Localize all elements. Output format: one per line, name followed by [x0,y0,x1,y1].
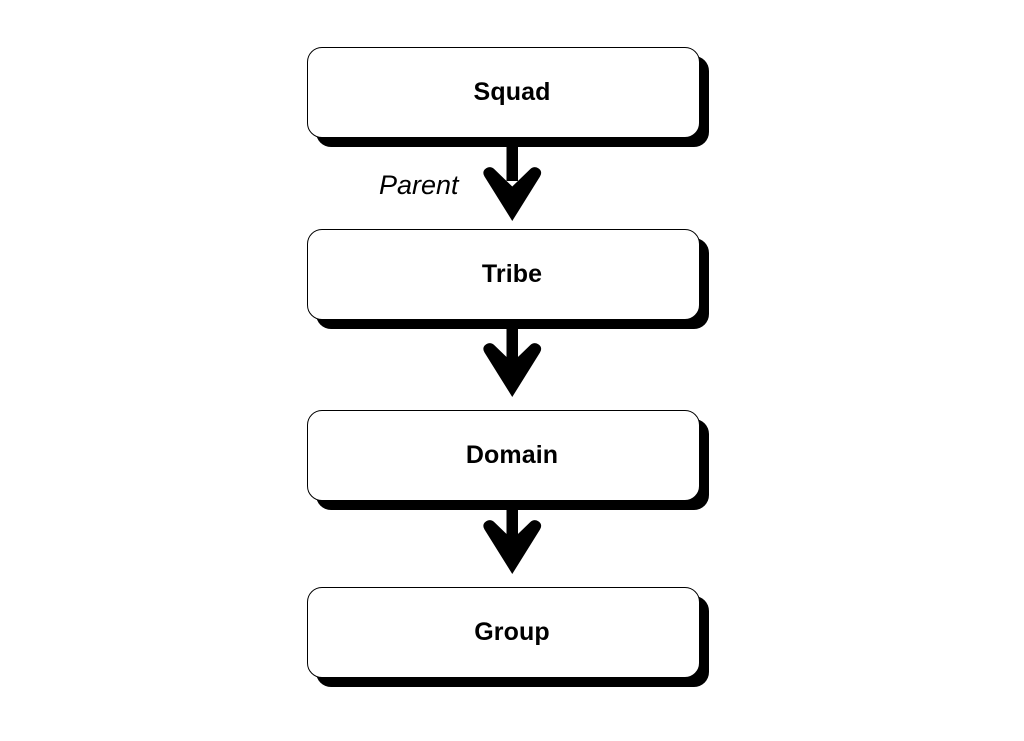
arrow-squad-to-tribe [483,137,542,221]
node-squad[interactable]: Squad [307,47,709,147]
node-label-tribe: Tribe [481,260,543,288]
node-body[interactable]: Tribe [307,229,700,320]
node-tribe[interactable]: Tribe [307,229,709,329]
node-label-squad: Squad [473,78,551,106]
node-body[interactable]: Squad [307,47,700,138]
node-group[interactable]: Group [307,587,709,687]
arrow-tribe-to-domain [483,320,542,397]
node-domain[interactable]: Domain [307,410,709,510]
node-body[interactable]: Domain [307,410,700,501]
node-label-group: Group [474,618,550,646]
arrow-domain-to-group [483,503,542,574]
node-label-domain: Domain [465,441,559,469]
node-body[interactable]: Group [307,587,700,678]
edge-label-parent: Parent [379,170,459,200]
